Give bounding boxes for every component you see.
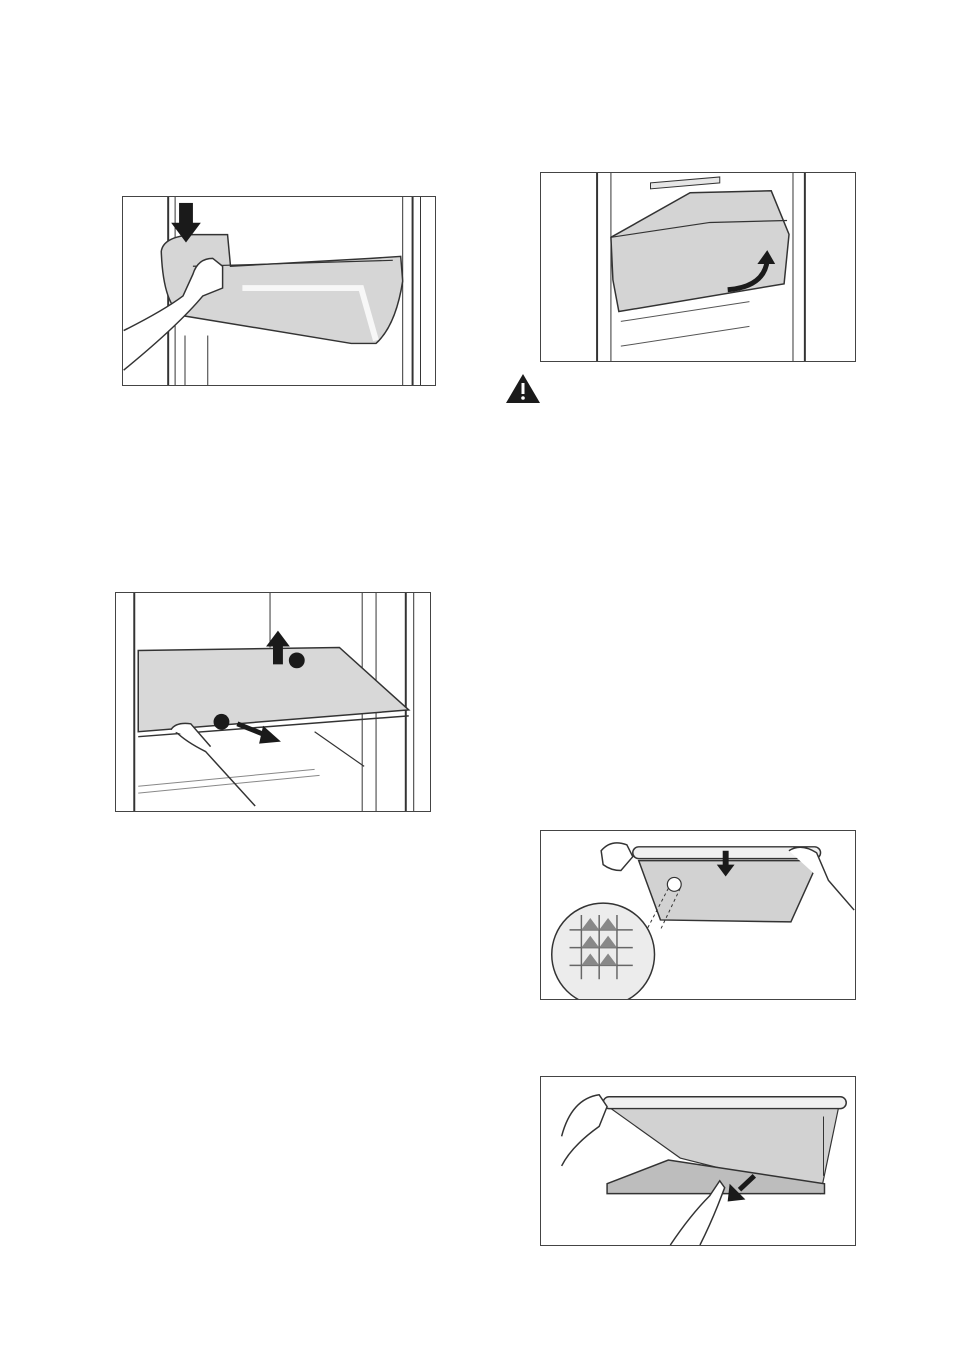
freezer-drawer-figure — [540, 172, 856, 362]
crisper-cover-figure — [540, 830, 856, 1000]
crisper-glass-figure — [540, 1076, 856, 1246]
warning-triangle-icon — [505, 373, 541, 404]
step-marker-1 — [214, 714, 230, 730]
door-bin-illustration — [123, 197, 435, 385]
grid-detail-magnifier — [552, 903, 655, 999]
crisper-cover-illustration — [541, 831, 855, 999]
glass-shelf-illustration — [116, 593, 430, 811]
crisper-glass-illustration — [541, 1077, 855, 1245]
glass-shelf-figure — [115, 592, 431, 812]
step-marker-2 — [289, 652, 305, 668]
door-bin-figure — [122, 196, 436, 386]
freezer-drawer-illustration — [541, 173, 855, 361]
